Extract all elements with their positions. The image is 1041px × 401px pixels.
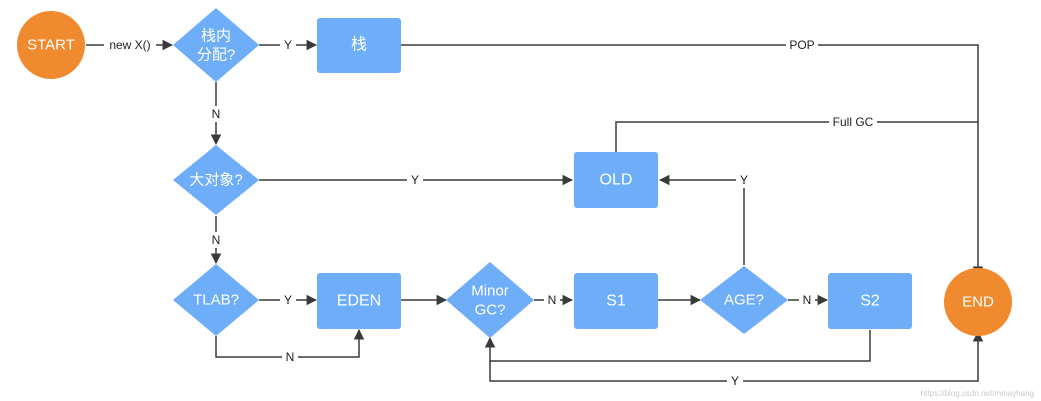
start-label: START (27, 37, 75, 54)
edge-label-big-yes: Y (411, 173, 419, 187)
edge-label-new-x: new X() (109, 38, 150, 52)
edge-label-pop: POP (789, 38, 814, 52)
old-label: OLD (600, 172, 633, 189)
stack-label: 栈 (351, 36, 367, 54)
s1-box (574, 273, 658, 329)
s2-box (828, 273, 912, 329)
edge-label-age-no: N (803, 293, 812, 307)
edge-label-stack-yes: Y (284, 38, 292, 52)
minor-gc-decision (446, 262, 534, 338)
tlab-decision (173, 264, 259, 336)
end-label: END (962, 294, 994, 311)
s1-label: S1 (606, 293, 626, 310)
eden-box (317, 273, 401, 329)
edge-s2-to-minor (484, 330, 871, 362)
stack-alloc-decision (173, 8, 259, 82)
old-box (574, 152, 658, 208)
big-object-decision (173, 145, 259, 215)
edge-label-tlab-yes: Y (284, 293, 292, 307)
s2-label: S2 (860, 293, 880, 310)
edge-full-gc (615, 121, 978, 152)
end-node (944, 268, 1012, 336)
age-decision (700, 266, 788, 334)
edge-pop (401, 44, 984, 278)
edge-label-full-gc: Full GC (833, 115, 874, 129)
stack-box (317, 18, 401, 73)
edge-label-age-yes: Y (740, 173, 748, 187)
minor-gc-label-line2: GC? (475, 302, 506, 319)
stack-alloc-label-line1: 栈内 (201, 28, 231, 45)
edge-label-tlab-no: N (286, 350, 295, 364)
big-object-label: 大对象? (189, 172, 242, 189)
edge-label-stack-no: N (212, 107, 221, 121)
eden-label: EDEN (337, 293, 381, 310)
edge-age-yes (658, 174, 745, 265)
start-node (17, 11, 85, 79)
minor-gc-label-line1: Minor (471, 283, 509, 300)
age-label: AGE? (724, 292, 764, 309)
edge-label-bottom-yes: Y (731, 374, 739, 388)
tlab-label: TLAB? (193, 292, 239, 309)
watermark-text: https://blog.csdn.net/mmayhang (921, 389, 1034, 398)
edge-label-minor-no: N (548, 293, 557, 307)
edge-label-big-no: N (212, 233, 221, 247)
stack-alloc-label-line2: 分配? (197, 47, 235, 64)
